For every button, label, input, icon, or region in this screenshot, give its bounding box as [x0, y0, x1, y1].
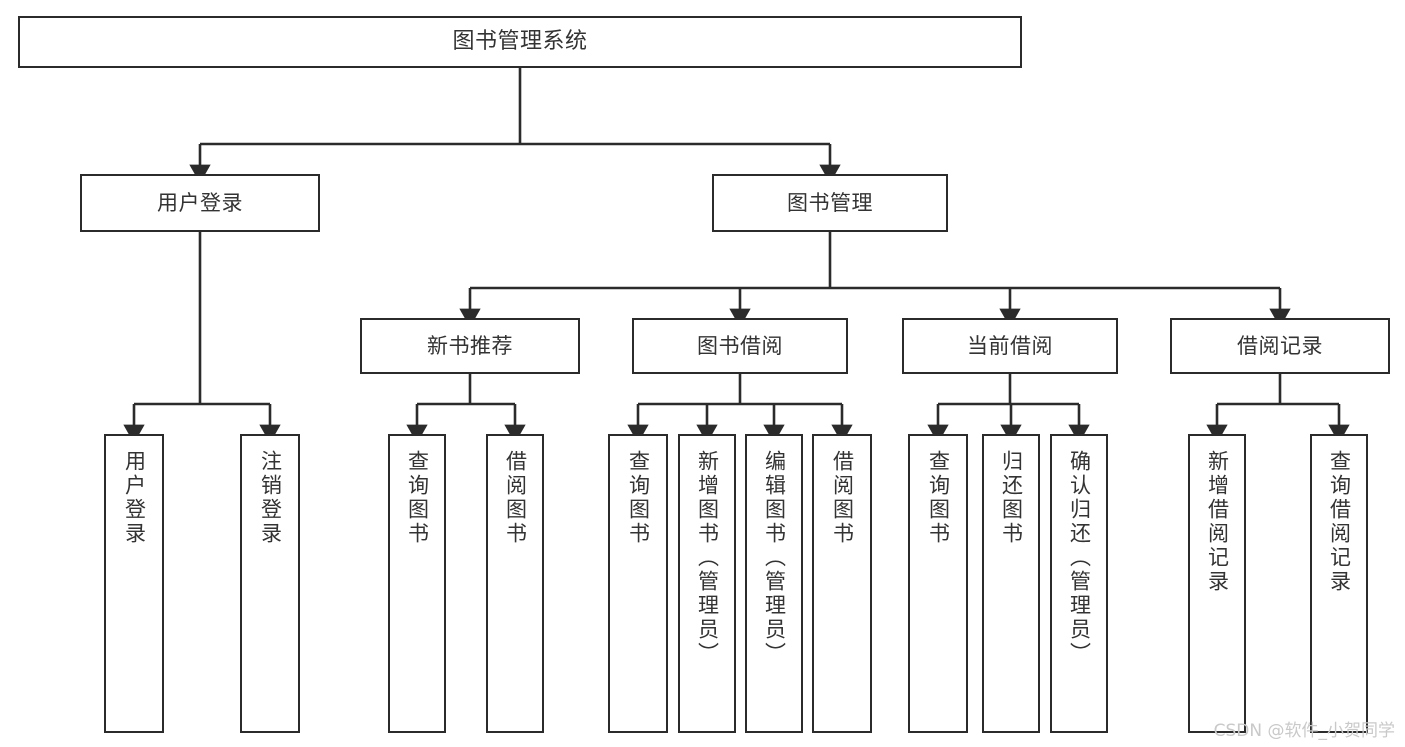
node-label: 编辑图书（管理员）	[762, 450, 787, 666]
leaf-node-user-logout[interactable]: 注销登录	[240, 434, 300, 733]
node-book-management[interactable]: 图书管理	[712, 174, 948, 232]
node-label: 用户登录	[157, 190, 243, 215]
node-label: 确认归还（管理员）	[1067, 450, 1092, 666]
node-borrowing-records[interactable]: 借阅记录	[1170, 318, 1390, 374]
leaf-node-edit-book-admin[interactable]: 编辑图书（管理员）	[745, 434, 803, 733]
leaf-node-query-books-current[interactable]: 查询图书	[908, 434, 968, 733]
leaf-node-query-books-borrow[interactable]: 查询图书	[608, 434, 668, 733]
leaf-node-borrow-books-recommend[interactable]: 借阅图书	[486, 434, 544, 733]
node-label: 注销登录	[258, 450, 283, 546]
node-label: 查询图书	[626, 450, 651, 546]
node-label: 新增图书（管理员）	[695, 450, 720, 666]
node-current-borrowing[interactable]: 当前借阅	[902, 318, 1118, 374]
node-label: 图书借阅	[697, 333, 783, 358]
leaf-node-user-login[interactable]: 用户登录	[104, 434, 164, 733]
leaf-node-return-books[interactable]: 归还图书	[982, 434, 1040, 733]
node-label: 借阅图书	[830, 450, 855, 546]
node-label: 查询图书	[926, 450, 951, 546]
node-book-borrowing[interactable]: 图书借阅	[632, 318, 848, 374]
node-new-book-recommendation[interactable]: 新书推荐	[360, 318, 580, 374]
node-label: 新增借阅记录	[1205, 450, 1230, 594]
leaf-node-add-book-admin[interactable]: 新增图书（管理员）	[678, 434, 736, 733]
node-label: 借阅记录	[1237, 333, 1323, 358]
node-book-management-system[interactable]: 图书管理系统	[18, 16, 1022, 68]
node-label: 当前借阅	[967, 333, 1053, 358]
node-user-login[interactable]: 用户登录	[80, 174, 320, 232]
leaf-node-add-borrow-record[interactable]: 新增借阅记录	[1188, 434, 1246, 733]
leaf-node-query-books-recommend[interactable]: 查询图书	[388, 434, 446, 733]
node-label: 图书管理系统	[452, 29, 588, 55]
node-label: 新书推荐	[427, 333, 513, 358]
node-label: 用户登录	[122, 450, 147, 546]
leaf-node-query-borrow-record[interactable]: 查询借阅记录	[1310, 434, 1368, 733]
node-label: 查询借阅记录	[1327, 450, 1352, 594]
node-label: 图书管理	[787, 190, 873, 215]
node-label: 借阅图书	[503, 450, 528, 546]
leaf-node-confirm-return-admin[interactable]: 确认归还（管理员）	[1050, 434, 1108, 733]
leaf-node-borrow-books[interactable]: 借阅图书	[812, 434, 872, 733]
node-label: 归还图书	[999, 450, 1024, 546]
node-label: 查询图书	[405, 450, 430, 546]
